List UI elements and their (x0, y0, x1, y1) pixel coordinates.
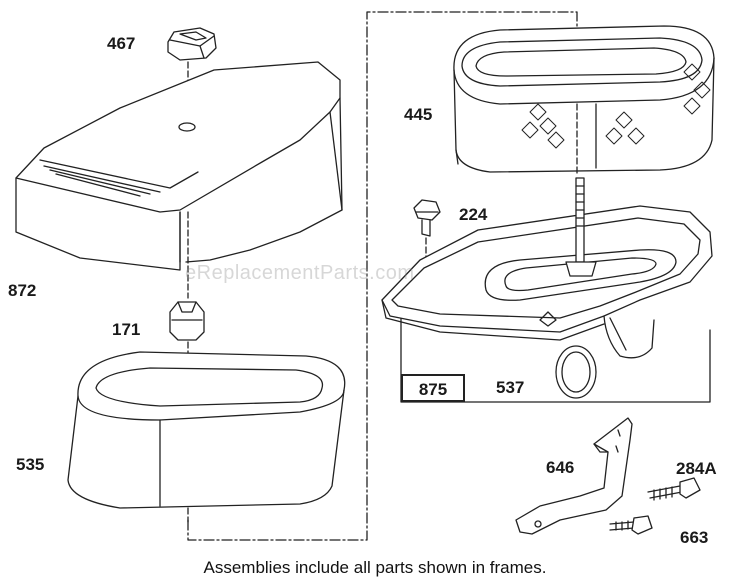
label-646[interactable]: 646 (546, 458, 575, 477)
stud (565, 177, 597, 277)
label-284a[interactable]: 284A (676, 459, 717, 478)
part-537-ring (555, 345, 597, 399)
frame-875-box: 875 (401, 374, 465, 402)
part-872-cover (15, 61, 343, 271)
assembly-frame (187, 11, 578, 541)
label-875[interactable]: 875 (418, 380, 448, 399)
label-467[interactable]: 467 (107, 34, 136, 53)
part-445-filter (453, 25, 715, 173)
filter-pattern-1 (521, 103, 565, 149)
filter-pattern-2 (605, 111, 645, 145)
filter-pattern-3 (683, 63, 711, 115)
part-663-screw (609, 515, 653, 535)
label-171[interactable]: 171 (112, 320, 141, 339)
label-872[interactable]: 872 (8, 281, 37, 300)
part-284a-screw (647, 477, 701, 501)
part-171-grommet (169, 301, 205, 341)
label-663[interactable]: 663 (680, 528, 709, 547)
frame-875 (400, 317, 711, 403)
watermark: eReplacementParts.com (185, 262, 415, 284)
part-875-base (381, 205, 713, 359)
label-445[interactable]: 445 (404, 105, 433, 124)
part-646-bracket (515, 417, 633, 535)
label-537[interactable]: 537 (496, 378, 525, 397)
label-535[interactable]: 535 (16, 455, 45, 474)
label-224[interactable]: 224 (459, 205, 488, 224)
part-535-sleeve (67, 351, 346, 509)
part-224-screw (413, 199, 441, 237)
part-467-knob (167, 27, 217, 61)
caption: Assemblies include all parts shown in fr… (203, 558, 547, 577)
